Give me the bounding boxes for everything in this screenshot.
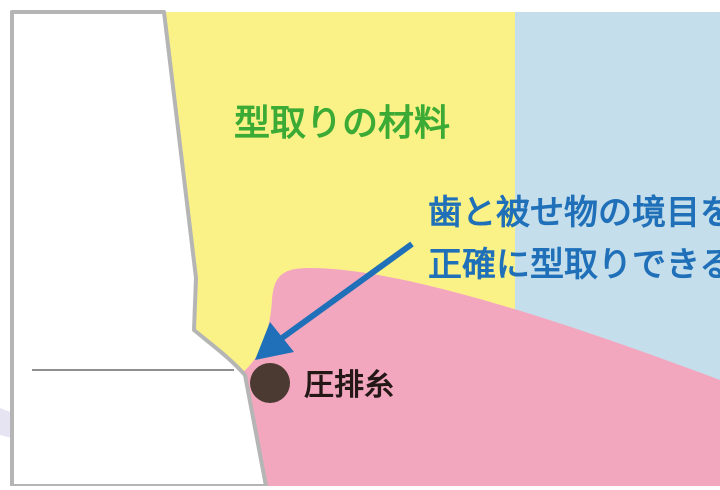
retraction-cord-label: 圧排糸: [304, 368, 394, 403]
impression-material-label: 型取りの材料: [234, 103, 450, 144]
callout-line-1: 歯と被せ物の境目を: [428, 193, 720, 233]
tooth-shape: [10, 10, 268, 488]
gum-region: [243, 268, 720, 486]
callout-line-2: 正確に型取りできる: [428, 245, 720, 285]
arrow-icon: [255, 241, 414, 360]
retraction-cord-icon: [250, 363, 290, 403]
